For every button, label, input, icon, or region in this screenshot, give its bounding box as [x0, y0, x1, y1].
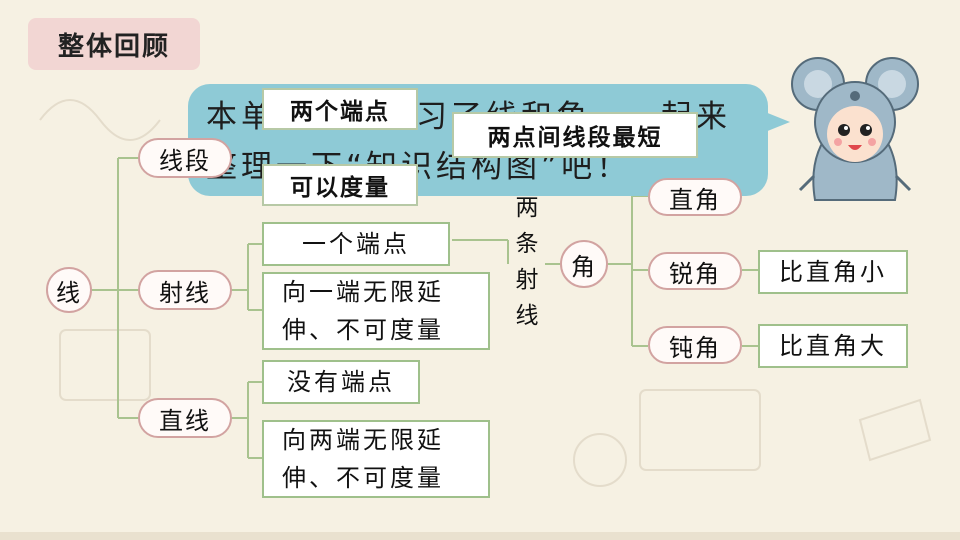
- obtuse-note: 比直角大: [758, 324, 908, 368]
- acute-note: 比直角小: [758, 250, 908, 294]
- section-tag: 整体回顾: [28, 18, 200, 70]
- line-detail-no-endpoint: 没有端点: [262, 360, 420, 404]
- speech-bubble-tail: [760, 110, 790, 134]
- mouse-mascot-icon: [791, 57, 919, 201]
- two-rays-label: 两条射线: [515, 195, 539, 329]
- line-detail-infinite-both-ways: 向两端无限延伸、不可度量: [262, 420, 490, 498]
- node-angle: 角: [560, 240, 608, 288]
- segment-detail-measurable: 可以度量: [262, 164, 418, 206]
- ray-detail-one-endpoint: 一个端点: [262, 222, 450, 266]
- segment-detail-shortest: 两点间线段最短: [452, 112, 698, 158]
- node-segment: 线段: [138, 138, 232, 178]
- angle-type-obtuse: 钝角: [648, 326, 742, 364]
- segment-detail-two-endpoints: 两个端点: [262, 88, 418, 130]
- angle-type-right: 直角: [648, 178, 742, 216]
- ray-detail-infinite-one-way: 向一端无限延伸、不可度量: [262, 272, 490, 350]
- node-root-line: 线: [46, 267, 92, 313]
- node-straight-line: 直线: [138, 398, 232, 438]
- node-ray: 射线: [138, 270, 232, 310]
- angle-type-acute: 锐角: [648, 252, 742, 290]
